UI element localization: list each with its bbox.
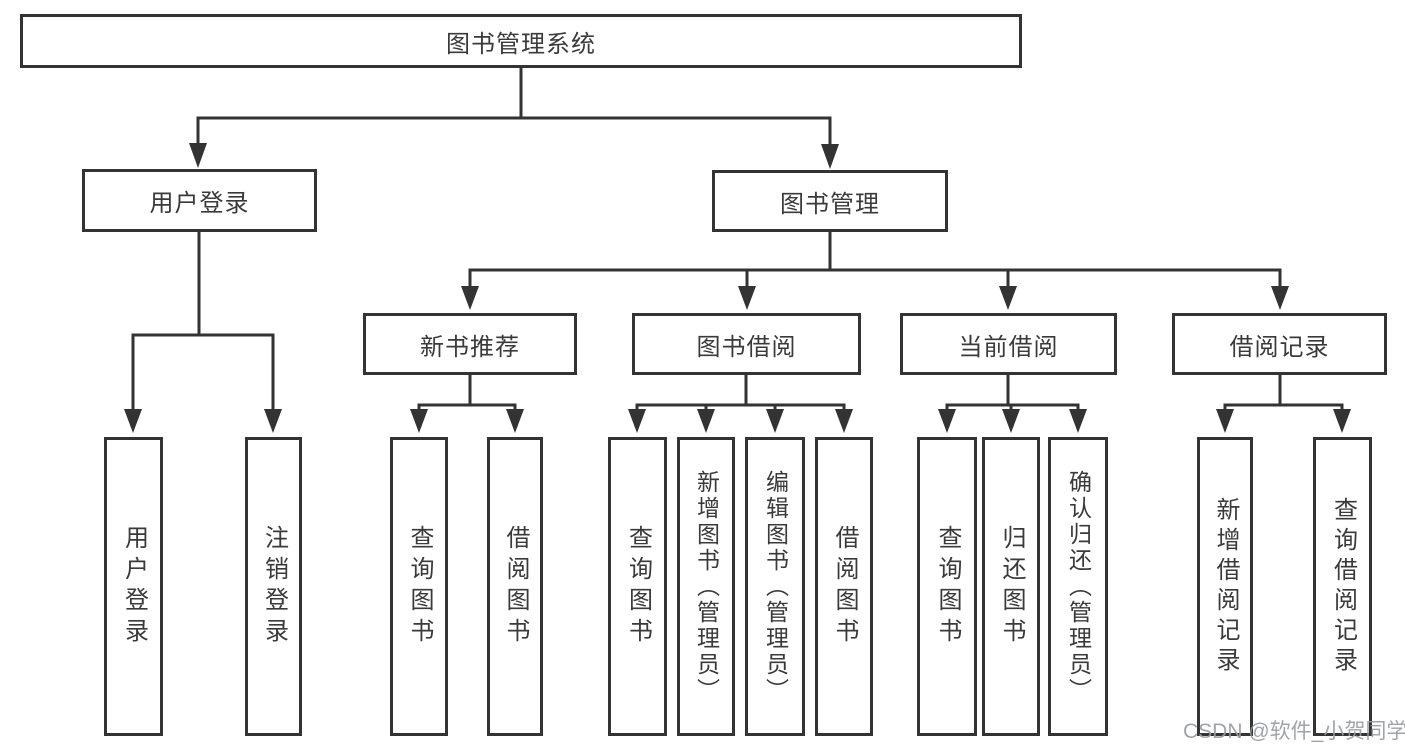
leaf-query-books-recommend: 查询图书 [390,437,448,736]
connector-book-borrow-to-leaves [628,375,853,433]
leaf-borrow-books-borrowing-label: 借阅图书 [831,524,858,649]
leaf-add-borrow-record: 新增借阅记录 [1197,437,1253,736]
connector-book-mgmt-to-level3 [461,232,1289,310]
leaf-query-books-borrowing: 查询图书 [608,437,667,736]
leaf-return-book: 归还图书 [982,437,1040,736]
leaf-edit-book-admin: 编辑图书（管理员） [745,437,805,736]
leaf-confirm-return-admin: 确认归还（管理员） [1048,437,1108,736]
leaf-add-borrow-record-label: 新增借阅记录 [1212,496,1239,677]
leaf-add-book-admin: 新增图书（管理员） [677,437,735,736]
node-book-borrowing: 图书借阅 [632,313,861,375]
leaf-borrow-books-recommend-label: 借阅图书 [502,524,529,649]
node-new-book-recommendation: 新书推荐 [363,313,577,375]
leaf-query-books-current-label: 查询图书 [934,524,961,649]
leaf-return-book-label: 归还图书 [998,524,1025,649]
leaf-query-books-current: 查询图书 [917,437,977,736]
leaf-user-login: 用户登录 [104,437,163,736]
connector-new-book-to-leaves [410,375,524,433]
leaf-query-books-recommend-label: 查询图书 [406,524,433,649]
node-current-borrowing: 当前借阅 [900,313,1117,375]
leaf-query-books-borrowing-label: 查询图书 [624,524,652,649]
leaf-add-book-admin-label: 新增图书（管理员） [693,469,720,704]
leaf-logout: 注销登录 [245,437,302,736]
node-root-library-system: 图书管理系统 [20,14,1022,68]
connector-root-to-level2 [189,68,839,169]
node-book-management: 图书管理 [712,170,948,232]
connector-user-login-to-leaves [124,232,282,433]
node-user-login: 用户登录 [82,169,317,232]
leaf-edit-book-admin-label: 编辑图书（管理员） [762,469,789,704]
csdn-watermark: CSDN @软件_小贺同学 [1183,720,1405,743]
leaf-query-borrow-record: 查询借阅记录 [1313,437,1372,736]
node-borrowing-records: 借阅记录 [1172,313,1387,375]
leaf-logout-label: 注销登录 [260,524,288,649]
leaf-user-login-label: 用户登录 [120,524,148,649]
connector-current-borrow-to-leaves [938,375,1087,433]
leaf-borrow-books-borrowing: 借阅图书 [815,437,873,736]
connector-borrow-records-to-leaves [1216,375,1351,433]
leaf-borrow-books-recommend: 借阅图书 [487,437,543,736]
leaf-confirm-return-admin-label: 确认归还（管理员） [1065,469,1092,704]
leaf-query-borrow-record-label: 查询借阅记录 [1329,496,1357,677]
